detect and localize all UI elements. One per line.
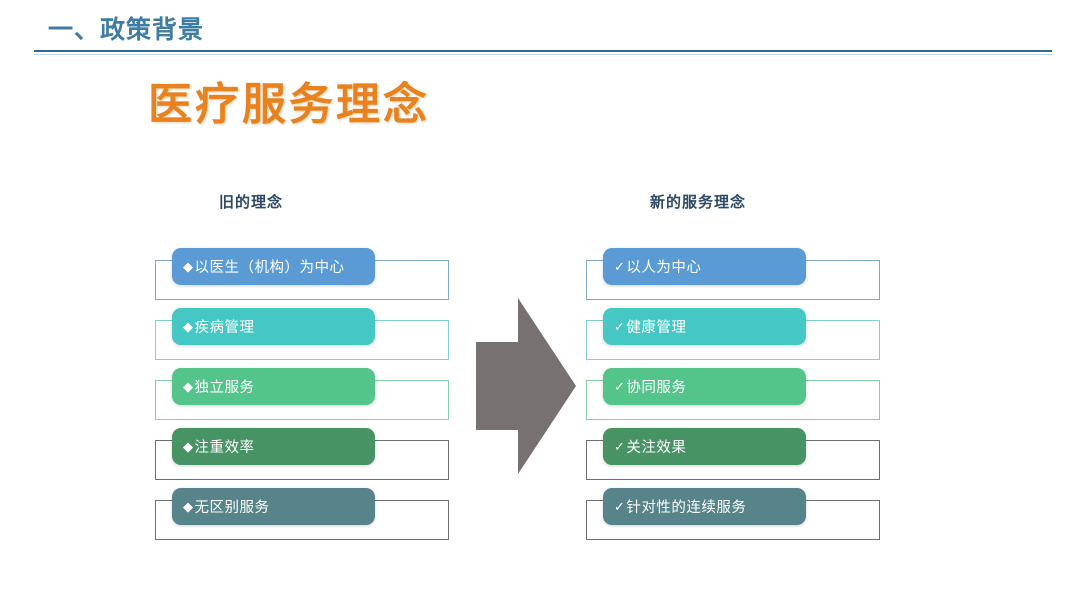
diamond-bullet-icon: ◆ <box>183 498 194 514</box>
check-icon: ✓ <box>614 318 626 334</box>
concept-row: ◆疾病管理 <box>155 308 455 362</box>
concept-pill[interactable]: ◆注重效率 <box>172 428 375 465</box>
concept-pill[interactable]: ✓针对性的连续服务 <box>603 488 806 525</box>
concept-label: 针对性的连续服务 <box>626 500 747 516</box>
new-concepts-heading: 新的服务理念 <box>650 194 747 211</box>
check-icon: ✓ <box>614 378 626 394</box>
header-divider <box>34 50 1052 52</box>
old-concepts-heading: 旧的理念 <box>219 194 284 211</box>
diamond-bullet-icon: ◆ <box>183 378 194 394</box>
concept-row: ◆注重效率 <box>155 428 455 482</box>
concept-label: 无区别服务 <box>194 500 270 516</box>
concept-pill[interactable]: ✓关注效果 <box>603 428 806 465</box>
concept-label: 关注效果 <box>626 440 687 456</box>
concept-label: 健康管理 <box>626 320 687 336</box>
right-arrow-shape <box>476 298 576 474</box>
diamond-bullet-icon: ◆ <box>183 438 194 454</box>
concept-label: 独立服务 <box>194 380 255 396</box>
concept-label: 疾病管理 <box>194 320 255 336</box>
concept-pill[interactable]: ✓健康管理 <box>603 308 806 345</box>
concept-row: ✓健康管理 <box>586 308 886 362</box>
concept-pill[interactable]: ◆独立服务 <box>172 368 375 405</box>
concept-pill[interactable]: ✓以人为中心 <box>603 248 806 285</box>
concept-label: 以医生（机构）为中心 <box>194 260 345 276</box>
main-title: 医疗服务理念 <box>148 80 430 129</box>
concept-label: 以人为中心 <box>626 260 702 276</box>
concept-pill[interactable]: ◆以医生（机构）为中心 <box>172 248 375 285</box>
concept-row: ✓协同服务 <box>586 368 886 422</box>
check-icon: ✓ <box>614 498 626 514</box>
concept-row: ✓以人为中心 <box>586 248 886 302</box>
diamond-bullet-icon: ◆ <box>183 318 194 334</box>
concept-row: ◆以医生（机构）为中心 <box>155 248 455 302</box>
diamond-bullet-icon: ◆ <box>183 258 194 274</box>
concept-pill[interactable]: ✓协同服务 <box>603 368 806 405</box>
slide-header: 一、政策背景 <box>0 0 1080 56</box>
check-icon: ✓ <box>614 258 626 274</box>
concept-row: ◆无区别服务 <box>155 488 455 542</box>
concept-label: 注重效率 <box>194 440 255 456</box>
concept-row: ✓针对性的连续服务 <box>586 488 886 542</box>
concept-pill[interactable]: ◆疾病管理 <box>172 308 375 345</box>
right-arrow-icon <box>476 298 576 474</box>
concept-pill[interactable]: ◆无区别服务 <box>172 488 375 525</box>
header-divider-soft <box>34 54 1052 55</box>
concept-label: 协同服务 <box>626 380 687 396</box>
concept-row: ✓关注效果 <box>586 428 886 482</box>
check-icon: ✓ <box>614 438 626 454</box>
page-title: 一、政策背景 <box>48 16 205 44</box>
concept-row: ◆独立服务 <box>155 368 455 422</box>
